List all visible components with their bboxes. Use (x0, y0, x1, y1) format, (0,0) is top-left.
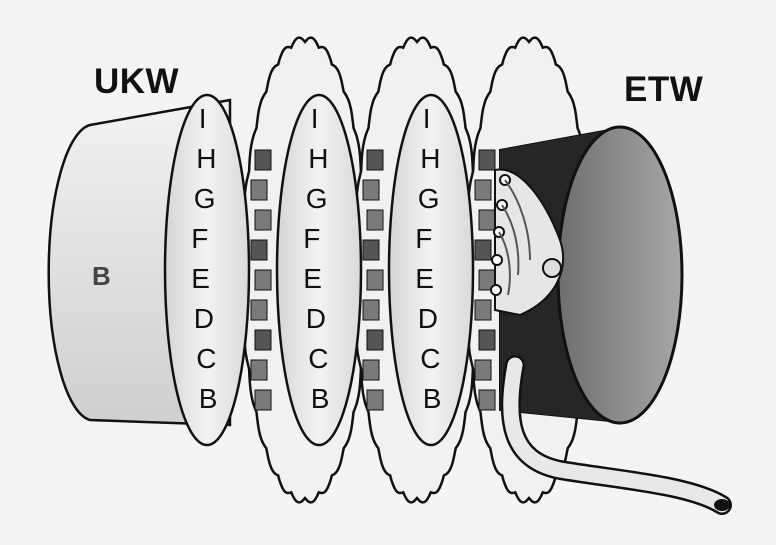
rotor-pin (362, 239, 380, 261)
ring-letter: G (306, 183, 328, 214)
rotor-pin (366, 209, 384, 231)
alphabet-ring (387, 93, 475, 447)
rotor-pin (250, 299, 268, 321)
rotor-pin (250, 239, 268, 261)
rotor-pin (478, 389, 496, 411)
rotor-pin (478, 209, 496, 231)
rotor-pin (254, 269, 272, 291)
ring-letter: D (418, 303, 438, 334)
ring-letter: F (191, 223, 208, 254)
rotor-pin (474, 359, 492, 381)
rotor-pin (362, 179, 380, 201)
rotor-pin (362, 359, 380, 381)
ring-letter: F (415, 223, 432, 254)
ring-letter: I (199, 103, 207, 134)
ring-letter: H (420, 143, 440, 174)
ring-letter: C (196, 343, 216, 374)
reflector-label: UKW (94, 62, 180, 101)
rotor-pin (478, 329, 496, 351)
ring-letter: B (199, 383, 218, 414)
rotor-pin (366, 269, 384, 291)
rotor-pin (366, 329, 384, 351)
cable (500, 355, 732, 515)
entry-wheel-label: ETW (624, 70, 704, 109)
ring-letter: H (196, 143, 216, 174)
rotor-pin (254, 149, 272, 171)
rotor-pin (366, 389, 384, 411)
ring-letter: C (308, 343, 328, 374)
ring-letter: D (194, 303, 214, 334)
rotor-pin (366, 149, 384, 171)
ring-letter: G (194, 183, 216, 214)
ring-letter: H (308, 143, 328, 174)
rotor-pin (478, 149, 496, 171)
ring-letter: I (423, 103, 431, 134)
rotor-pin (474, 179, 492, 201)
rotor-pin (362, 299, 380, 321)
ring-letter: C (420, 343, 440, 374)
rotor-pin (250, 359, 268, 381)
rotor-pin (474, 239, 492, 261)
ring-letter: G (418, 183, 440, 214)
alphabet-ring (275, 93, 363, 447)
reflector-letter: B (92, 261, 111, 291)
ring-letter: E (191, 263, 210, 294)
ring-letter: F (303, 223, 320, 254)
ring-letter: B (423, 383, 442, 414)
ring-letter: D (306, 303, 326, 334)
rotor-pin (254, 209, 272, 231)
ring-letter: B (311, 383, 330, 414)
alphabet-ring (163, 93, 251, 447)
ring-letter: E (415, 263, 434, 294)
rotor-pin (254, 329, 272, 351)
rotor-pin (474, 299, 492, 321)
rotor-pin (254, 389, 272, 411)
ring-letter: E (303, 263, 322, 294)
rotor-pin (250, 179, 268, 201)
entry-wheel-cylinder (490, 125, 684, 425)
ring-letter: I (311, 103, 319, 134)
